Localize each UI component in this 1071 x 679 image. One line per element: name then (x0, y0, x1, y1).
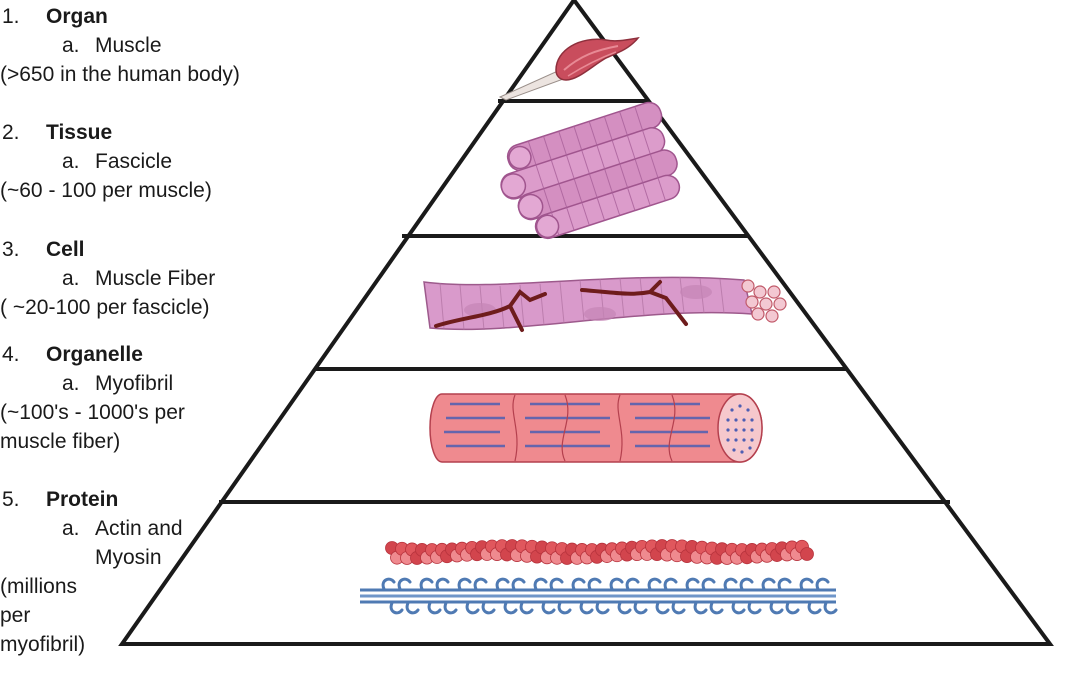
actin-filament-icon (385, 539, 814, 565)
level-title: Cell (46, 238, 85, 261)
level-letter: a. (62, 267, 80, 290)
level-number: 5. (2, 488, 20, 511)
level-title: Organ (46, 5, 108, 28)
level-number: 1. (2, 5, 20, 28)
pyramid-shape (118, 0, 1054, 646)
muscle-organ-icon (498, 36, 640, 101)
level-title: Protein (46, 488, 119, 511)
level-letter: a. (62, 150, 80, 173)
level-number: 2. (2, 121, 20, 144)
muscle-fiber-icon (423, 276, 787, 332)
level-number: 4. (2, 343, 20, 366)
level-protein: 5. Protein a. Actin and Myosin (millions p… (0, 485, 183, 659)
level-note: (~100's - 1000's per (0, 401, 185, 424)
level-letter: a. (62, 34, 80, 57)
level-note: ( ~20-100 per fascicle) (0, 296, 210, 319)
level-note: per (0, 604, 31, 627)
level-number: 3. (2, 238, 20, 261)
level-example: Actin and (95, 517, 183, 540)
level-title: Organelle (46, 343, 143, 366)
pyramid-outline (118, 0, 1054, 646)
level-example: Myofibril (95, 372, 174, 395)
fascicle-bundle-icon (500, 101, 681, 240)
level-example-cont: Myosin (95, 546, 162, 569)
level-note: (~60 - 100 per muscle) (0, 179, 212, 202)
level-example: Fascicle (95, 150, 173, 173)
level-note: (>650 in the human body) (0, 63, 240, 86)
level-cell: 3. Cell a. Muscle Fiber ( ~20-100 per fasc… (0, 235, 215, 322)
level-note: myofibril) (0, 633, 86, 656)
level-tissue: 2. Tissue a. Fascicle (~60 - 100 per muscl… (0, 118, 212, 205)
level-organelle: 4. Organelle a. Myofibril (~100's - 1000's… (0, 340, 185, 456)
myofibril-icon (429, 393, 763, 463)
level-letter: a. (62, 517, 80, 540)
level-note: (millions (0, 575, 78, 598)
level-note: muscle fiber) (0, 430, 121, 453)
level-organ: 1. Organ a. Muscle (>650 in the human body… (0, 2, 240, 89)
level-letter: a. (62, 372, 80, 395)
level-title: Tissue (46, 121, 113, 144)
level-example: Muscle Fiber (95, 267, 216, 290)
level-example: Muscle (95, 34, 162, 57)
myosin-filament-icon (360, 577, 838, 615)
